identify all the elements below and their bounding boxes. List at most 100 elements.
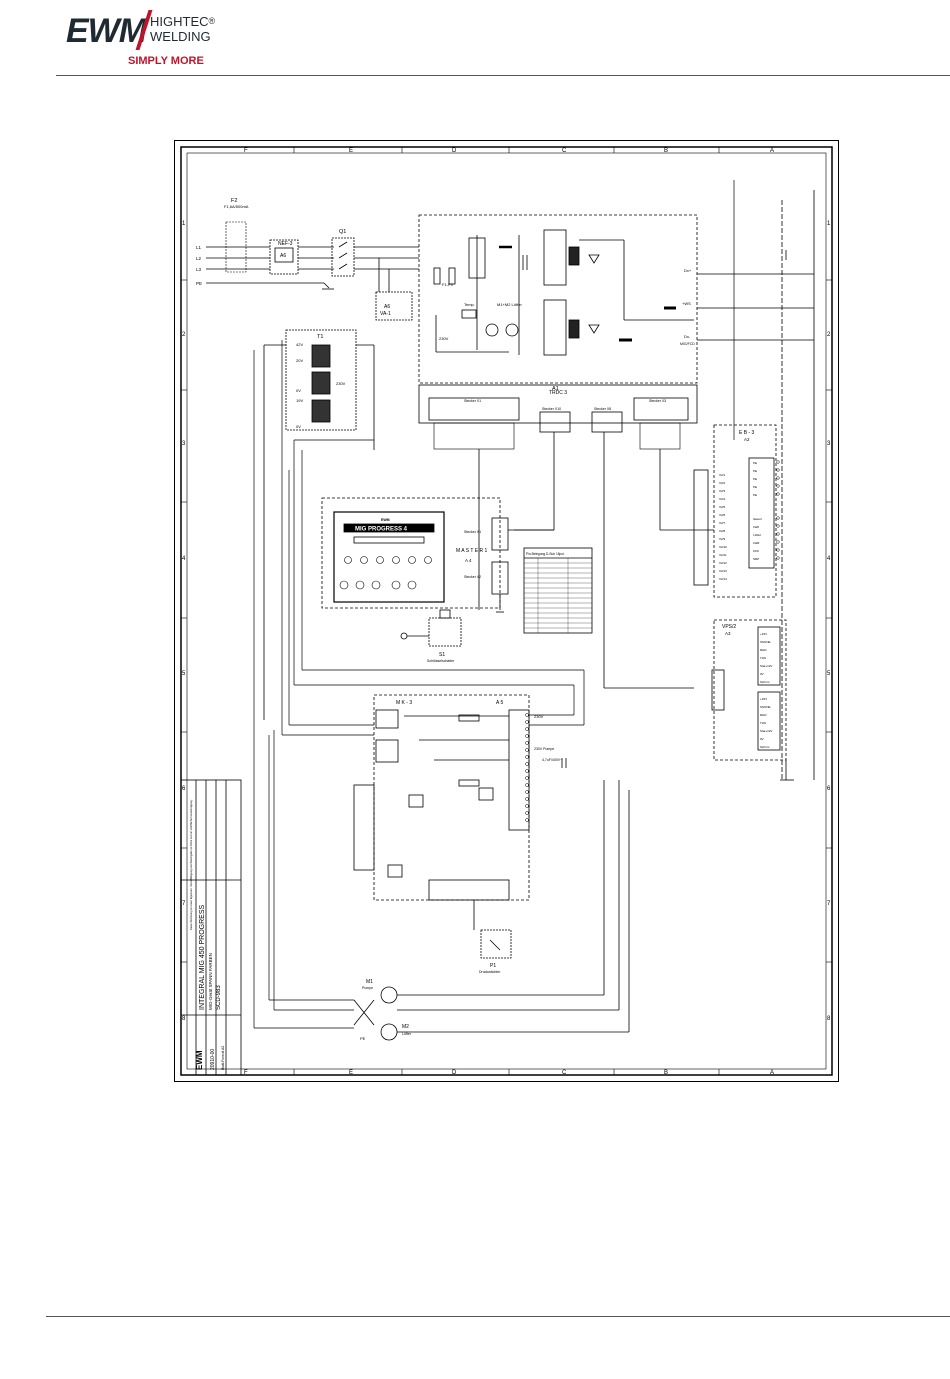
fuse-label: F2 bbox=[231, 198, 237, 204]
title-product: INTEGRAL MIG 450 PROGRESS bbox=[199, 905, 206, 1010]
output-note: MIG/FCD bbox=[680, 342, 695, 346]
vps-signal: RHD bbox=[760, 713, 767, 717]
panel-title: MIG PROGRESS 4 bbox=[355, 527, 408, 533]
vps-signal: THS bbox=[760, 721, 766, 725]
vps-ref: A3 bbox=[725, 631, 731, 636]
col-marker: E bbox=[349, 148, 353, 154]
eb-signal: PE bbox=[753, 477, 757, 481]
plug-label: Stecker X3 bbox=[649, 399, 666, 403]
title-note: Diese Zeichnung ist unser Eigentum. Verv… bbox=[189, 799, 193, 930]
eb3-board-a2: E B - 3 A2 X2/1 X2/2 X2/3 X2/4 X2/5 X2/6… bbox=[693, 424, 780, 598]
pressure-switch-p1: P1 Druckwächter bbox=[479, 929, 512, 974]
control-board-trdc3: TRDC 3 Stecker X1 Stecker X10 Stecker X8… bbox=[418, 384, 714, 689]
eb-pin: X2/8 bbox=[719, 529, 726, 533]
pump-and-fan: M1 Pumpe M2 Lüfter PE bbox=[353, 780, 630, 1041]
mk-voltage-label: 230V bbox=[534, 714, 544, 719]
page-header: EWM HIGHTEC® WELDING SIMPLY MORE bbox=[0, 0, 950, 80]
tap-label: 0V bbox=[296, 388, 301, 393]
control-board-label: TRDC 3 bbox=[549, 390, 567, 396]
phase-label: L1 bbox=[196, 245, 202, 250]
panel-brand: EWM bbox=[381, 518, 390, 522]
mk-cap-label: 4,7uF/400V~ bbox=[542, 758, 562, 762]
fan-m2-label: M2 bbox=[402, 1024, 409, 1030]
socket-label: Stecker X2 bbox=[464, 575, 481, 579]
output-plus-label: Dx+ bbox=[684, 268, 692, 273]
wiring-diagram: F E D C B A F E D C B A 1 2 3 4 5 6 7 8 … bbox=[174, 140, 839, 1082]
transformer-t1: T1 42V 20V 0V 19V 0V 230V bbox=[263, 329, 375, 720]
row-marker: 1 bbox=[182, 221, 186, 227]
rectifier-fuse-label: F1-F3 bbox=[442, 282, 453, 287]
phase-label: L2 bbox=[196, 256, 202, 261]
eb-signal: I-Wert bbox=[753, 533, 761, 537]
phase-label: PE bbox=[196, 281, 202, 286]
ewm-logo: EWM HIGHTEC® WELDING SIMPLY MORE bbox=[66, 8, 226, 70]
tap-label: 0V bbox=[296, 424, 301, 429]
master1-control-panel: EWM MIG PROGRESS 4 M A S T E R 1 A 4 Ste… bbox=[321, 497, 554, 613]
eb-signal: Istwert bbox=[753, 517, 762, 521]
phase-label: L3 bbox=[196, 267, 202, 272]
plug-label: Stecker X1 bbox=[464, 399, 481, 403]
va-ref: A6 bbox=[384, 304, 390, 310]
row-marker: 6 bbox=[827, 786, 831, 792]
mains-input: F2 F1,6A/500mA L1 L2 L3 PE NEF-3 A6 Q1 A… bbox=[196, 198, 419, 321]
vps-signal: Stat+12V bbox=[760, 664, 772, 668]
eb-pin: X2/2 bbox=[719, 481, 726, 485]
row-marker: 2 bbox=[182, 332, 186, 338]
row-marker: 7 bbox=[827, 901, 831, 907]
output-minus-label: Dx- bbox=[684, 334, 691, 339]
eb-pin: X2/12 bbox=[719, 561, 727, 565]
pump-label: M1 bbox=[366, 979, 373, 985]
plug-label: Stecker X8 bbox=[594, 407, 611, 411]
vps-signal: 0V bbox=[760, 672, 764, 676]
vps-signal: RHD bbox=[760, 648, 767, 652]
inner-frame bbox=[180, 146, 833, 1076]
master-ref: A 4 bbox=[465, 558, 472, 563]
title-sheet: Blatt-Format A2 bbox=[221, 1046, 225, 1070]
eb-pin: X2/13 bbox=[719, 569, 727, 573]
logo-wordmark: EWM bbox=[66, 12, 147, 50]
key-switch-label: S1 bbox=[439, 652, 445, 658]
col-marker: F bbox=[244, 148, 248, 154]
transformer-label: T1 bbox=[317, 334, 323, 340]
pump-desc: Pumpe bbox=[362, 986, 373, 990]
nef-label: NEF-3 bbox=[278, 241, 293, 247]
eb-pin: X2/4 bbox=[719, 497, 726, 501]
fan-label: M1+M2 Lüfter bbox=[497, 302, 522, 307]
title-block: INTEGRAL MIG 450 PROGRESS MIG-Gerät SPAN… bbox=[180, 779, 242, 1076]
row-marker: 4 bbox=[182, 556, 186, 562]
logo-slogan: SIMPLY MORE bbox=[128, 55, 204, 67]
mk-ref: A 5 bbox=[496, 700, 503, 706]
col-marker: C bbox=[562, 1070, 567, 1076]
row-marker: 5 bbox=[182, 671, 186, 677]
tap-label: 20V bbox=[296, 358, 303, 363]
col-marker: B bbox=[664, 1070, 668, 1076]
drawing-area bbox=[186, 152, 827, 1070]
eb-pin: X2/9 bbox=[719, 537, 726, 541]
row-marker: 3 bbox=[182, 441, 186, 447]
eb-signal: PE bbox=[753, 493, 757, 497]
eb-board-ref: A2 bbox=[744, 437, 750, 442]
vps2-board-a3: VPS/2 A3 +15V SSONE RHD THS Stat+12V 0V … bbox=[711, 619, 794, 781]
col-marker: A bbox=[770, 1070, 774, 1076]
logo-welding: WELDING bbox=[150, 29, 211, 44]
mk-pump-label: 230V Pumpe bbox=[534, 747, 554, 751]
power-module-label: A1 bbox=[552, 386, 559, 392]
key-switch-desc: Schlüsselschalter bbox=[427, 659, 455, 663]
temp-label: Temp. bbox=[464, 302, 475, 307]
nef-ref: A6 bbox=[280, 253, 286, 259]
eb-pin: X2/11 bbox=[719, 553, 727, 557]
tap-label: 42V bbox=[296, 342, 303, 347]
va-label: VA-1 bbox=[380, 311, 391, 317]
title-company: EWM bbox=[195, 1050, 204, 1070]
pressure-switch-label: P1 bbox=[490, 963, 496, 969]
tap-label: 230V bbox=[336, 381, 346, 386]
vps-signal: SSONE bbox=[760, 705, 771, 709]
tap-label: 19V bbox=[296, 398, 303, 403]
vps-signal: Schirm bbox=[760, 745, 770, 749]
switch-label: Q1 bbox=[339, 229, 346, 235]
row-marker: 3 bbox=[827, 441, 831, 447]
pin-assignment-table: Pin-Belegung D-Sub 15pol. bbox=[523, 547, 593, 634]
eb-pin: X2/14 bbox=[719, 577, 727, 581]
col-marker: E bbox=[349, 1070, 353, 1076]
fan-m2-desc: Lüfter bbox=[402, 1032, 412, 1036]
